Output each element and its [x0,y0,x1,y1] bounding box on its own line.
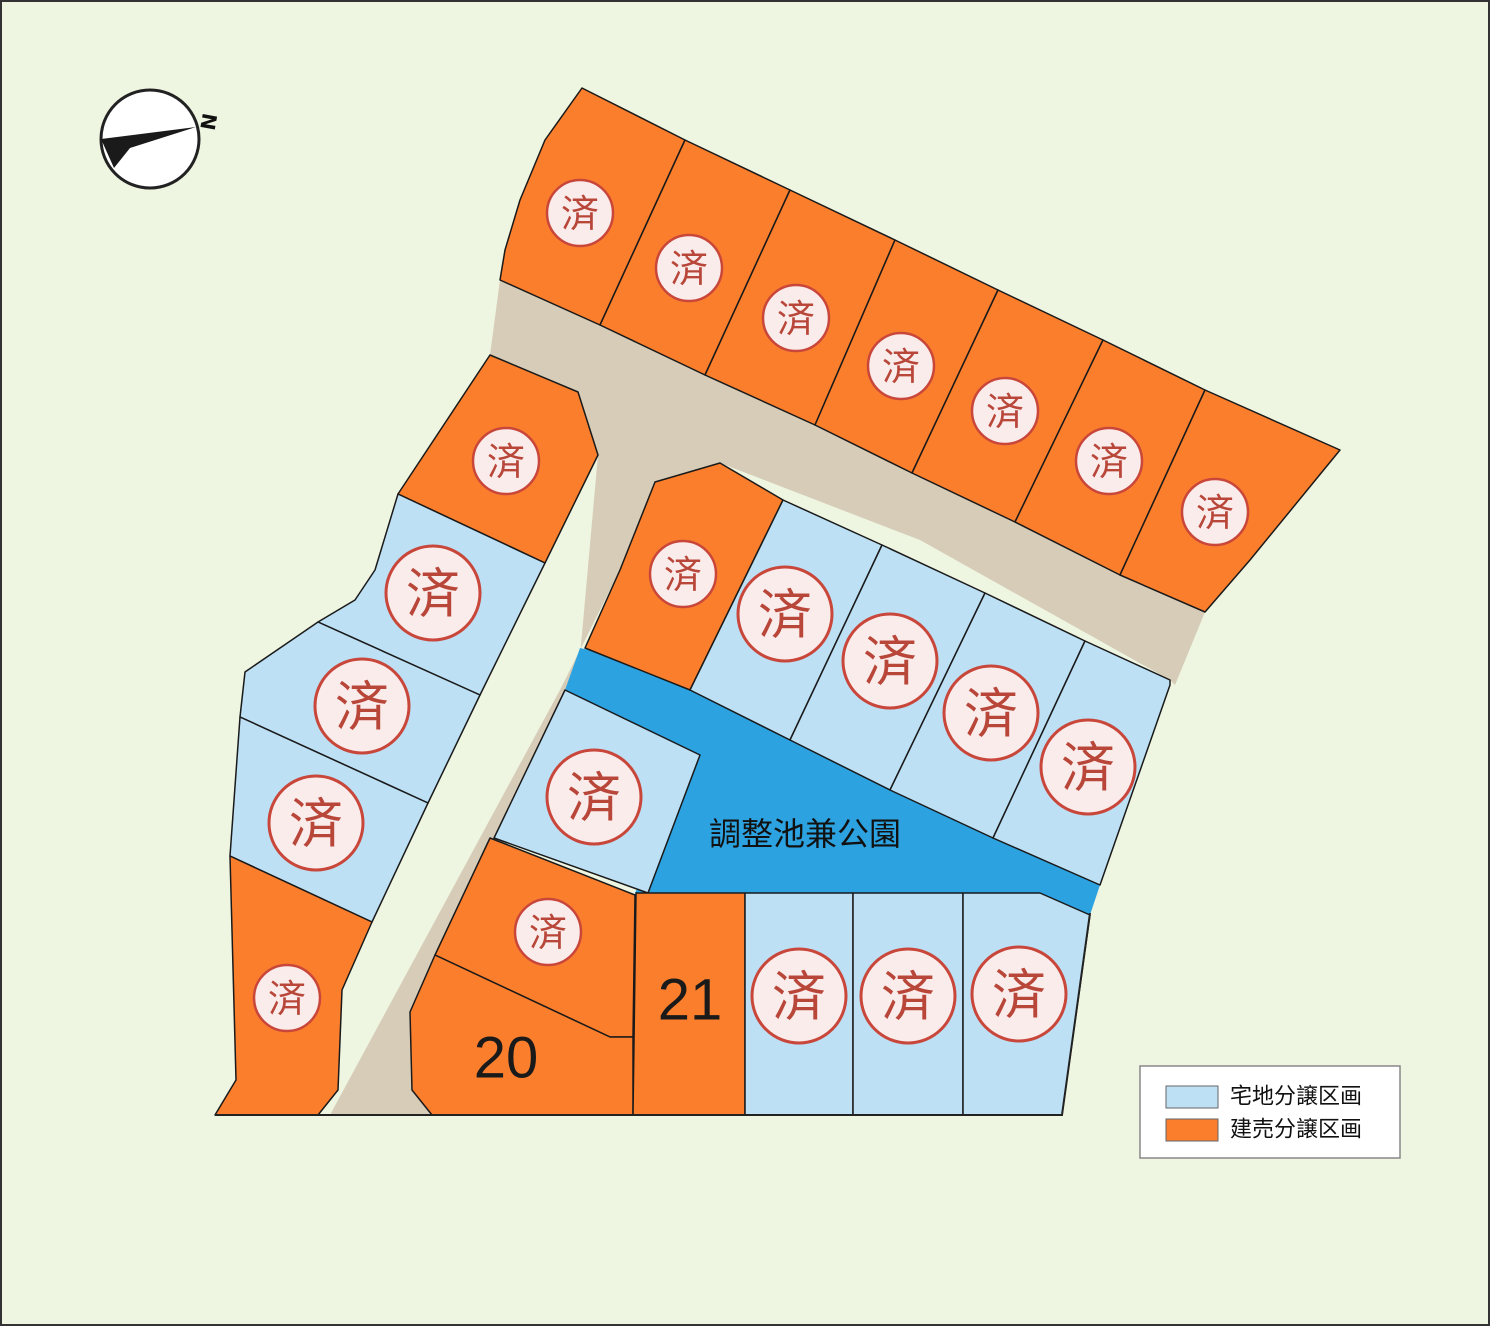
sold-mark: 済 [777,297,815,341]
lot-6[interactable]: 済 [1014,339,1206,576]
lot-8[interactable]: 済 [397,354,599,564]
lot-9[interactable]: 済 [317,493,546,696]
legend: 宅地分譲区画 建売分譲区画 [1139,1065,1401,1159]
sold-mark: 済 [268,977,306,1021]
legend-box [1139,1065,1401,1159]
park-label: 調整池兼公園 [709,815,901,853]
sold-mark: 済 [406,563,460,626]
sold-mark: 済 [529,911,567,955]
sold-mark: 済 [964,683,1018,746]
sold-stamp-icon [513,897,583,967]
sold-stamp-icon [471,426,541,496]
site-boundary [215,912,1091,1116]
sold-stamp-icon [252,963,322,1033]
lot-number: 20 [474,1026,539,1091]
lot-15[interactable]: 済 [493,689,701,894]
legend-label-residential: 宅地分譲区画 [1230,1085,1362,1110]
sold-mark: 済 [670,247,708,291]
sold-mark: 済 [567,767,621,830]
sold-stamp-icon [859,947,957,1045]
lot-24[interactable]: 済 [962,892,1091,1116]
lot-20[interactable]: 済 [992,640,1171,886]
sold-stamp-icon [1074,426,1144,496]
sold-stamp-icon [654,233,724,303]
sold-stamp-icon [970,945,1068,1043]
sold-stamp-icon [942,664,1040,762]
lot-21[interactable]: 21 [632,892,746,1116]
sold-stamp-icon [648,539,718,609]
sold-stamp-icon [1180,477,1250,547]
sold-stamp-icon [761,283,831,353]
sold-mark: 済 [664,553,702,597]
sold-stamp-icon [1039,718,1137,816]
lot-22[interactable]: 済 [744,892,854,1116]
sold-stamp-icon [970,376,1040,446]
lot-2[interactable]: 済 [599,139,791,376]
sold-mark: 済 [1196,491,1234,535]
sold-mark: 済 [758,584,812,647]
park-retention-pond [565,648,1100,915]
road-main-horizontal [330,280,1205,1115]
sold-mark: 済 [863,631,917,694]
sold-mark: 済 [772,966,826,1029]
legend-swatch-residential [1165,1085,1219,1109]
sold-mark: 済 [881,966,935,1029]
sold-mark: 済 [992,964,1046,1027]
lot-10[interactable]: 済 [239,621,481,804]
lot-4[interactable]: 済 [814,239,999,474]
lot-number: 21 [658,968,723,1033]
north-label: N [196,111,223,132]
sold-stamp-icon [267,774,365,872]
north-arrow-icon [101,127,196,168]
sold-mark: 済 [1090,440,1128,484]
sold-stamp-icon [313,657,411,755]
sold-stamp-icon [866,331,936,401]
sold-mark: 済 [335,676,389,739]
legend-swatch-built [1165,1118,1219,1142]
lot-23[interactable]: 済 [852,892,964,1116]
lot-19[interactable]: 済 [889,592,1086,839]
sold-mark: 済 [561,192,599,236]
lot-12[interactable]: 済 [214,855,373,1116]
sold-mark: 済 [487,440,525,484]
compass: N [99,88,223,190]
sold-mark: 済 [986,390,1024,434]
roads [330,280,1205,1115]
sold-stamp-icon [545,748,643,846]
sold-stamp-icon [384,544,482,642]
sold-mark: 済 [1061,737,1115,800]
lot-18[interactable]: 済 [789,544,986,791]
sold-mark: 済 [289,793,343,856]
lot-11[interactable]: 済 [229,716,429,923]
legend-label-built: 建売分譲区画 [1230,1118,1362,1143]
sold-stamp-icon [736,565,834,663]
sold-stamp-icon [841,612,939,710]
sold-stamp-icon [545,178,615,248]
lot-7[interactable]: 済 [1119,389,1341,613]
sold-mark: 済 [882,345,920,389]
sold-stamp-icon [750,947,848,1045]
